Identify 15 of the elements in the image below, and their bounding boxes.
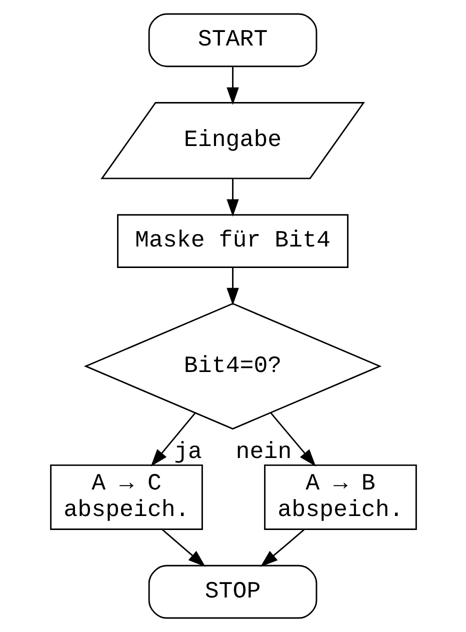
arrow (260, 529, 304, 567)
edge-label: nein (235, 438, 292, 465)
arrow (270, 412, 316, 467)
arrow (226, 66, 238, 105)
arrow (226, 268, 238, 306)
arrow (150, 412, 196, 467)
arrow (226, 178, 238, 217)
node-box: START (148, 13, 317, 68)
edge-label: ja (174, 438, 202, 465)
node-box: A → B abspeich. (264, 464, 416, 530)
node-box: A → C abspeich. (50, 464, 202, 530)
node-box: STOP (148, 564, 317, 619)
node-box: Maske für Bit4 (116, 214, 348, 268)
arrow (162, 529, 206, 567)
node-diamond: Bit4=0? (83, 302, 382, 430)
